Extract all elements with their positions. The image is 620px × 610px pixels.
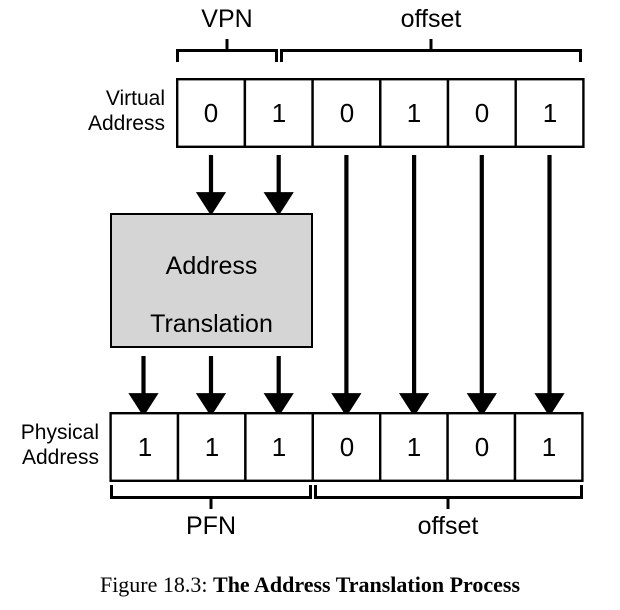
arrow-offset-passthrough-group [331,155,565,417]
address-translation-label: Address Translation [150,223,273,339]
physical-address-label: Physical Address [0,420,99,470]
arrow-vpn-to-translation-group [195,155,294,216]
va-field-label-vpn: VPN [177,5,277,33]
pa-bit-cell-3: 0 [339,432,355,462]
address-translation-label-line1: Address [165,251,258,280]
virtual-address-label: Virtual Address [20,86,165,136]
address-translation-box: Address Translation [110,213,313,348]
pa-field-bracket-offset [314,485,583,509]
va-bit-cell-3: 1 [406,98,422,128]
address-translation-label-line2: Translation [150,309,273,338]
va-bit-cell-1: 1 [271,98,287,128]
figure-caption-title: The Address Translation Process [213,572,521,597]
physical-address-label-line1: Physical [20,421,99,444]
pa-bit-cell-6: 1 [541,432,557,462]
pa-field-label-pfn: PFN [161,512,261,540]
pa-bit-cell-4: 1 [406,432,422,462]
pa-bit-cell-2: 1 [271,432,287,462]
pa-field-label-offset: offset [398,512,498,540]
va-field-label-offset: offset [381,5,481,33]
va-bit-cell-0: 0 [203,98,219,128]
virtual-address-label-line1: Virtual [105,87,165,110]
pa-bit-cell-1: 1 [204,432,220,462]
va-bit-cell-5: 1 [542,98,558,128]
pa-field-label-pfn-text: PFN [186,512,236,540]
arrow-translation-to-pfn-group [128,356,294,417]
va-field-bracket-vpn [176,39,278,62]
figure-caption: Figure 18.3: The Address Translation Pro… [0,572,620,598]
pa-field-bracket-pfn [110,485,312,509]
va-bit-cell-4: 0 [474,98,490,128]
va-bit-cell-2: 0 [339,98,355,128]
va-field-label-offset-text: offset [400,5,462,33]
virtual-address-bit-boxes [175,77,585,148]
va-field-bracket-offset [280,39,582,62]
pa-bit-cell-0: 1 [137,432,153,462]
va-field-label-vpn-text: VPN [201,5,253,33]
physical-address-label-line2: Address [21,446,99,469]
pa-field-label-offset-text: offset [417,512,479,540]
figure-caption-prefix: Figure 18.3: [99,572,208,597]
pa-bit-cell-5: 0 [474,432,490,462]
physical-address-bit-boxes [109,412,584,483]
virtual-address-label-line2: Address [87,112,165,135]
